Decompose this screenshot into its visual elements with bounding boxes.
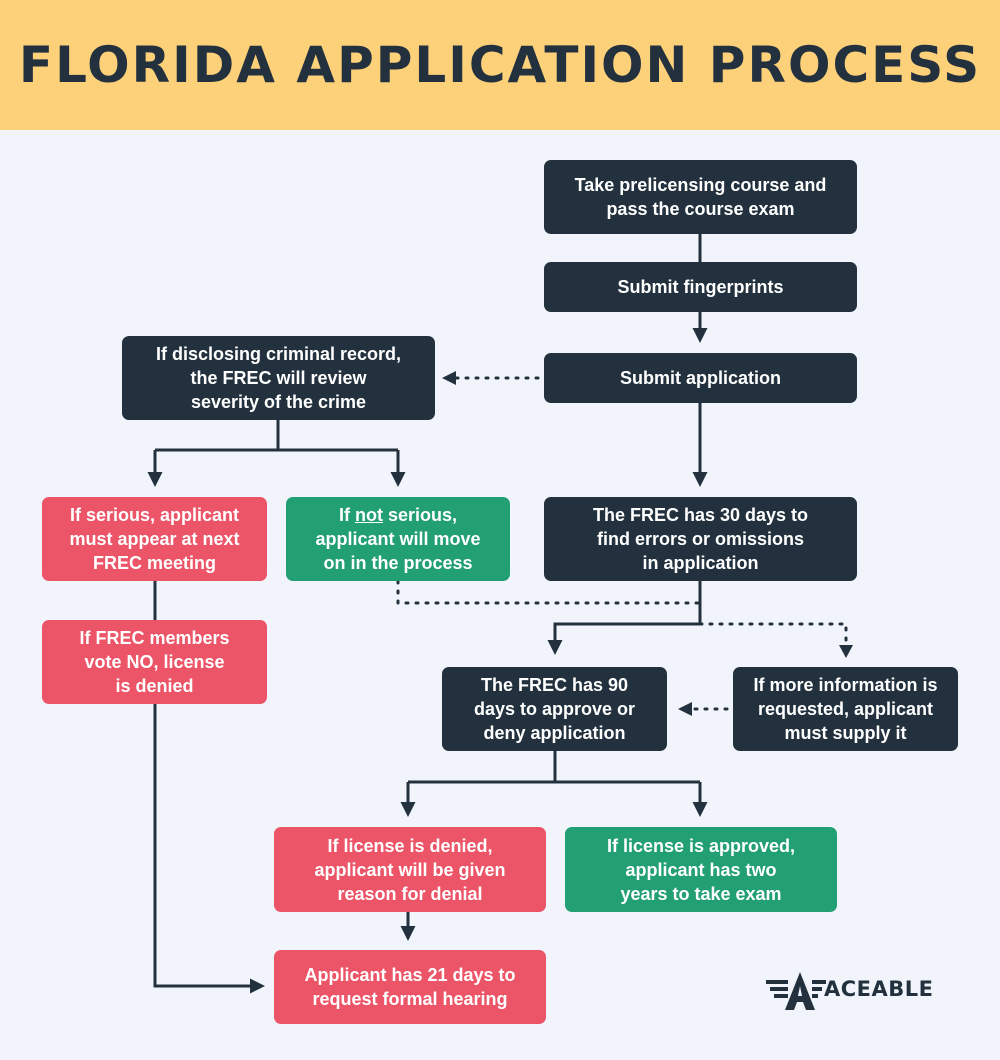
step-criminal-review-label: If disclosing criminal record, the FREC … [155, 344, 402, 412]
arrowhead-criminal [442, 371, 456, 385]
dotted-not-serious-rejoin [396, 579, 702, 605]
step-more-information: If more information is requested, applic… [733, 667, 958, 751]
step-submit-fingerprints: Submit fingerprints [544, 262, 857, 312]
step-review-30-days: The FREC has 30 days to find errors or o… [544, 497, 857, 581]
step-approved-label: If license is approved, applicant has tw… [606, 835, 796, 904]
step-license-approved: If license is approved, applicant has tw… [565, 827, 837, 912]
arrow-serious-hearing [153, 581, 262, 986]
arrowhead-approve90 [678, 702, 692, 716]
arrow-review30-approve90 [547, 581, 702, 655]
dotted-to-more-info [698, 622, 848, 647]
step-license-denied: If license is denied, applicant will be … [274, 827, 546, 912]
connector-approve90-branch [408, 751, 700, 784]
step-vote-no: If FREC members vote NO, license is deni… [42, 620, 267, 704]
step-vote-no-label: If FREC members vote NO, license is deni… [79, 628, 230, 696]
step-approve-90-label: The FREC has 90 days to approve or deny … [473, 675, 636, 743]
step-prelicensing-label: Take prelicensing course and pass the co… [574, 175, 827, 219]
connector-criminal-branch [155, 420, 398, 452]
aceable-logo-icon [766, 972, 826, 1010]
step-criminal-review: If disclosing criminal record, the FREC … [122, 336, 435, 420]
header-banner: FLORIDA APPLICATION PROCESS [0, 0, 1000, 130]
step-review-30-label: The FREC has 30 days to find errors or o… [592, 505, 809, 573]
step-more-info-label: If more information is requested, applic… [753, 675, 938, 743]
step-fingerprints-label: Submit fingerprints [617, 277, 784, 297]
step-formal-hearing: Applicant has 21 days to request formal … [274, 950, 546, 1024]
step-not-serious: If not serious, applicant will move on i… [286, 497, 510, 581]
step-prelicensing-course: Take prelicensing course and pass the co… [544, 160, 857, 234]
arrowhead-more-info [839, 645, 853, 658]
step-application-label: Submit application [619, 368, 781, 388]
step-denied-label: If license is denied, applicant will be … [314, 835, 506, 904]
step-serious-label: If serious, applicant must appear at nex… [69, 505, 240, 573]
step-approve-90-days: The FREC has 90 days to approve or deny … [442, 667, 667, 751]
step-serious: If serious, applicant must appear at nex… [42, 497, 267, 581]
page-title: FLORIDA APPLICATION PROCESS [18, 36, 982, 94]
step-not-serious-label: If not serious, applicant will move on i… [315, 505, 481, 573]
aceable-logo-text: ACEABLE [824, 977, 934, 1001]
step-submit-application: Submit application [544, 353, 857, 403]
step-hearing-label: Applicant has 21 days to request formal … [304, 965, 516, 1009]
